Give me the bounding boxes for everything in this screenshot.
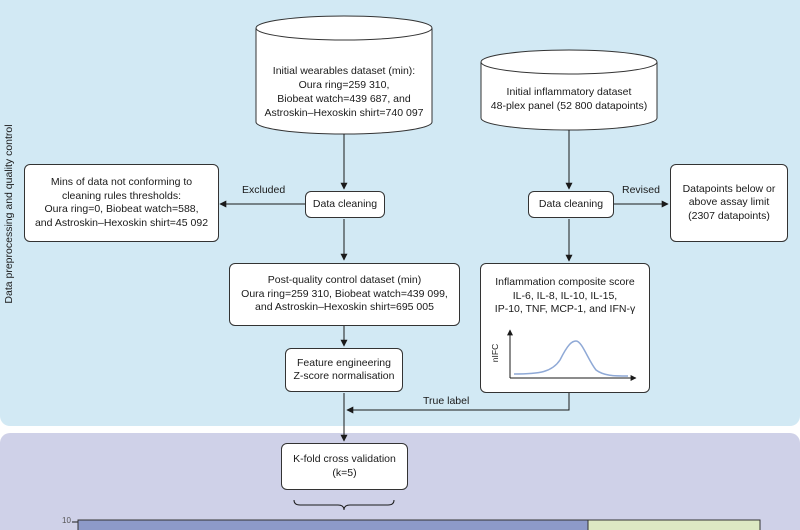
arrow-true-label xyxy=(346,393,570,414)
kfold-cross-validation-box: K-fold cross validation (k=5) xyxy=(281,443,408,490)
validation-fold-bar xyxy=(587,519,761,530)
wearables-dataset-text: Initial wearables dataset (min): Oura ri… xyxy=(264,65,424,119)
true-label-text: True label xyxy=(423,395,470,407)
inflammation-composite-box: Inflammation composite score IL-6, IL-8,… xyxy=(480,263,650,393)
excluded-data-box: Mins of data not conforming to cleaning … xyxy=(24,164,219,242)
training-folds-bar xyxy=(77,519,589,530)
bottom-axis-tick: 10 xyxy=(62,516,71,525)
post-qc-dataset-box: Post-quality control dataset (min) Oura … xyxy=(229,263,460,326)
excluded-label: Excluded xyxy=(242,184,286,196)
data-cleaning-left-box: Data cleaning xyxy=(305,191,385,218)
data-cleaning-right-box: Data cleaning xyxy=(528,191,614,218)
wearables-cylinder xyxy=(255,15,433,135)
kfold-brace xyxy=(293,499,395,511)
nifc-axis-label: nIFC xyxy=(490,343,501,363)
fold-bar-strip xyxy=(72,519,761,530)
inflammatory-dataset-text: Initial inflammatory dataset 48-plex pan… xyxy=(490,86,648,112)
revised-data-box: Datapoints below or above assay limit (2… xyxy=(670,164,788,242)
feature-engineering-box: Feature engineering Z-score normalisatio… xyxy=(285,348,403,392)
revised-label: Revised xyxy=(622,184,660,196)
